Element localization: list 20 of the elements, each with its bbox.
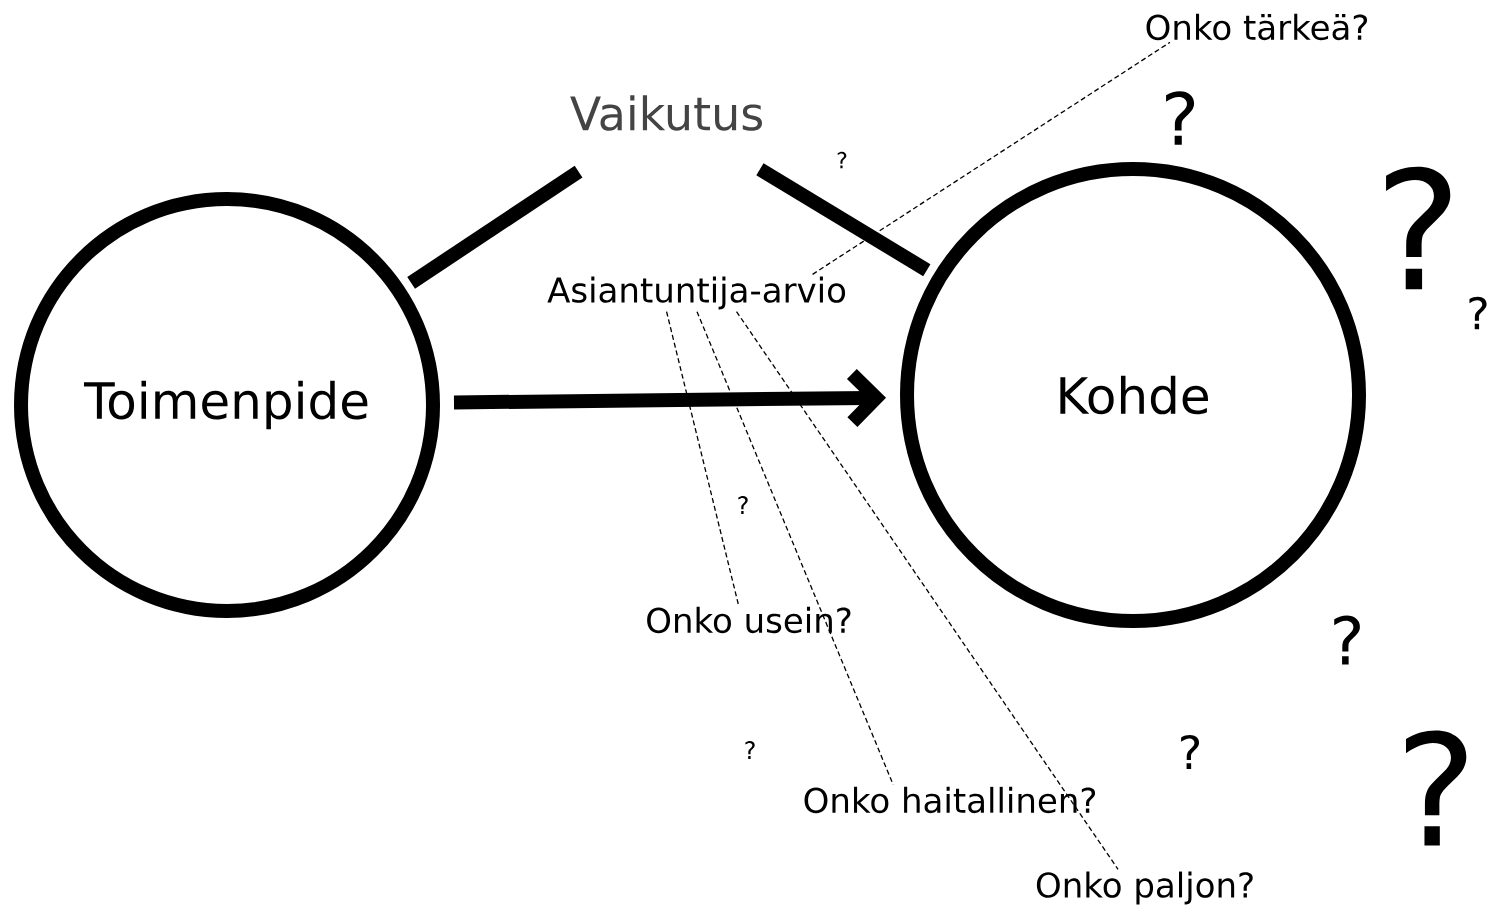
text-label: Onko usein?	[647, 606, 851, 634]
question-mark: ?	[745, 741, 755, 759]
question-mark: ?	[738, 496, 748, 514]
question-mark: ?	[1406, 730, 1467, 846]
text-label: Onko tärkeä?	[1146, 13, 1368, 41]
circle-node: Toimenpide	[14, 192, 440, 618]
text-label: Onko paljon?	[1036, 871, 1253, 905]
question-mark: ?	[837, 151, 847, 169]
text-label: Asiantuntija-arvio	[547, 276, 846, 310]
leader-line	[665, 311, 740, 606]
connector-line	[407, 165, 583, 289]
text-label: Onko haitallinen?	[804, 786, 1096, 814]
question-mark: ?	[1166, 91, 1195, 145]
connector-line	[756, 163, 931, 277]
text-label: Vaikutus	[570, 95, 762, 131]
leader-line	[811, 41, 1171, 275]
leader-line	[735, 311, 1119, 870]
question-mark: ?	[1469, 296, 1487, 330]
arrow	[453, 369, 887, 427]
question-mark: ?	[1181, 734, 1199, 770]
